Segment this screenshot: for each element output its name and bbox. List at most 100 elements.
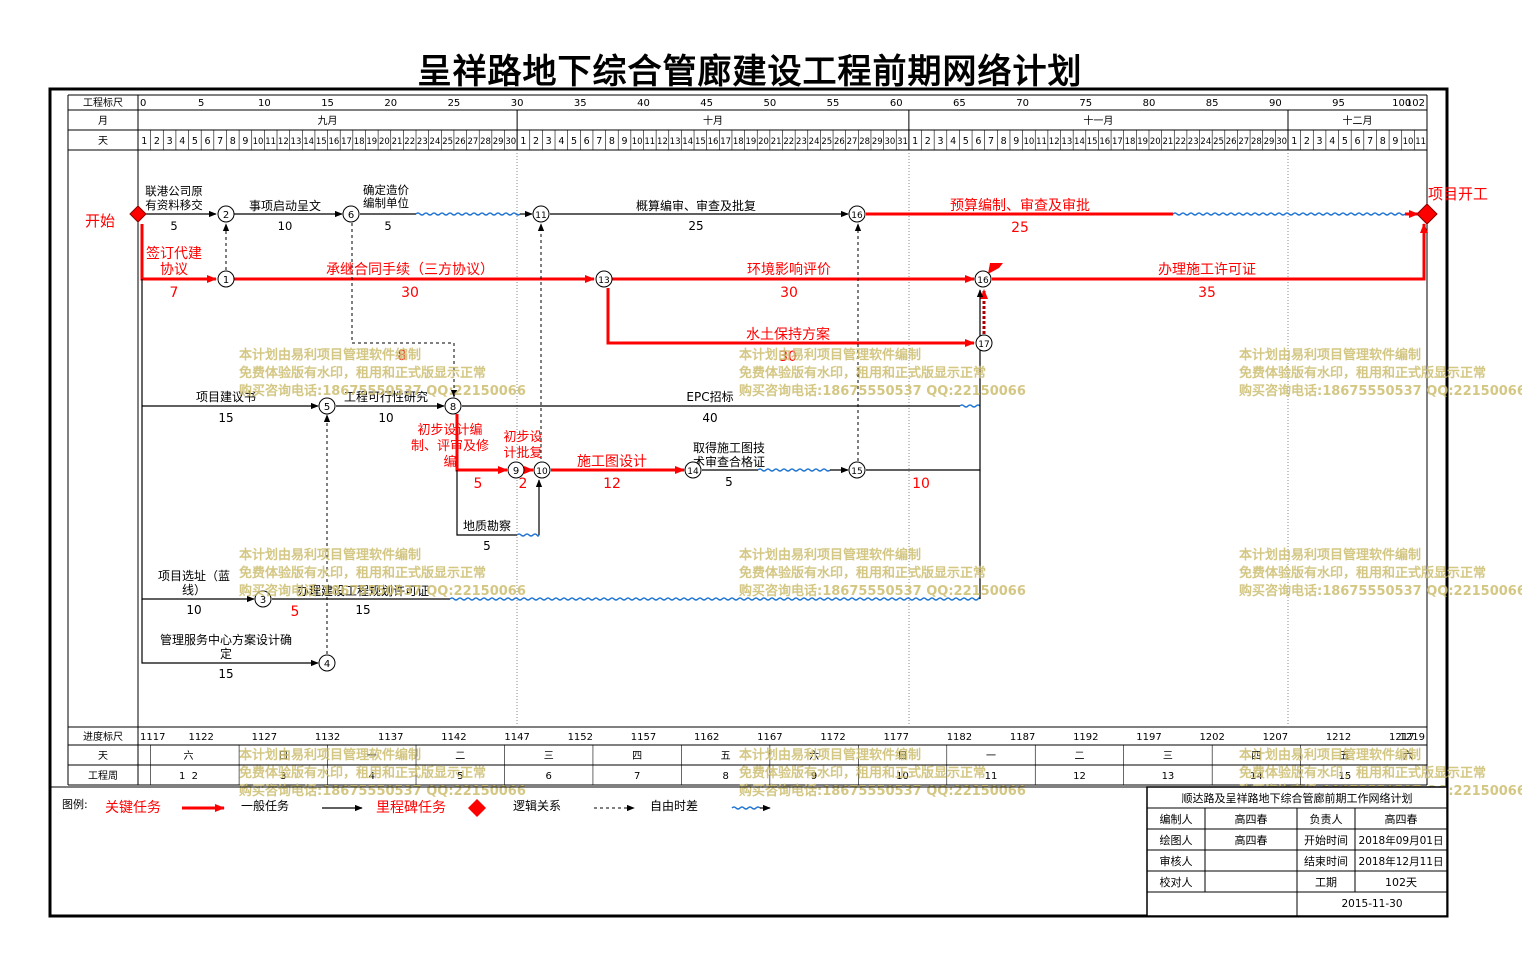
watermark-line: 购买咨询电话:18675550537 QQ:22150066 bbox=[239, 783, 526, 799]
edge-kexing: 工程可行性研究 10 bbox=[336, 389, 445, 425]
scale-tick: 40 bbox=[637, 98, 650, 109]
weekday-cell: 四 bbox=[1251, 751, 1261, 762]
edge-dizhi: 地质勘察 5 bbox=[456, 470, 543, 553]
scale-tick: 30 bbox=[511, 98, 524, 109]
task-fuwu-label1: 管理服务中心方案设计确 bbox=[160, 632, 292, 647]
flag-icon bbox=[988, 263, 1003, 274]
node-9: 9 bbox=[507, 461, 525, 479]
month-label: 月 bbox=[98, 115, 108, 127]
task-epc-dur: 40 bbox=[702, 411, 717, 425]
watermark-line: 免费体验版有水印，租用和正式版显示正常 bbox=[1239, 365, 1486, 381]
progress-tick: 1197 bbox=[1136, 732, 1161, 743]
week-cell: 10 bbox=[896, 771, 909, 782]
day-cell: 31 bbox=[897, 137, 908, 147]
legend-label: 图例: bbox=[62, 797, 88, 811]
weekday-cell: 四 bbox=[632, 751, 642, 762]
logic-8-dur: 8 bbox=[398, 348, 407, 364]
edge-qidong: 事项启动呈文 10 bbox=[234, 198, 343, 233]
drafter-label: 绘图人 bbox=[1160, 833, 1193, 847]
day-cell: 22 bbox=[783, 137, 794, 147]
day-cell: 9 bbox=[1392, 136, 1398, 147]
day-cell: 25 bbox=[821, 137, 832, 147]
day-cell: 21 bbox=[771, 137, 782, 147]
day-cell: 15 bbox=[695, 137, 706, 147]
day-cell: 11 bbox=[265, 137, 276, 147]
progress-label: 进度标尺 bbox=[83, 730, 123, 743]
watermark-line: 免费体验版有水印，租用和正式版显示正常 bbox=[739, 765, 986, 781]
day-cell: 19 bbox=[745, 137, 756, 147]
day-cell: 19 bbox=[1137, 137, 1148, 147]
scale-tick: 55 bbox=[827, 98, 840, 109]
task-chubu-bianzhi-dur: 5 bbox=[474, 476, 483, 492]
day-cell: 1 bbox=[912, 136, 918, 147]
week-cell: 2 bbox=[192, 771, 198, 782]
scale-tick: 102 bbox=[1406, 98, 1425, 109]
scale-tick: 90 bbox=[1269, 98, 1282, 109]
progress-tick: 1137 bbox=[378, 732, 403, 743]
day-cell: 10 bbox=[1024, 137, 1035, 147]
watermark-line: 本计划由易利项目管理软件编制 bbox=[239, 347, 421, 363]
day-cell: 21 bbox=[1163, 137, 1174, 147]
outer-frame bbox=[48, 87, 1449, 918]
node-6: 6 bbox=[342, 205, 360, 223]
svg-text:9: 9 bbox=[513, 466, 519, 477]
node-4: 4 bbox=[318, 654, 336, 672]
task-chubu-pifu-label1: 初步设 bbox=[503, 430, 542, 445]
task-gaisuan-dur: 25 bbox=[688, 219, 703, 233]
day-cell: 3 bbox=[167, 136, 173, 147]
scale-tick: 75 bbox=[1079, 98, 1092, 109]
progress-tick: 1162 bbox=[694, 732, 719, 743]
day-cell: 29 bbox=[872, 137, 883, 147]
scale-tick: 15 bbox=[321, 98, 334, 109]
day-cell: 22 bbox=[1175, 137, 1186, 147]
end-time-label: 结束时间 bbox=[1304, 855, 1348, 868]
week-cell: 15 bbox=[1338, 771, 1351, 782]
day-cell: 6 bbox=[584, 136, 590, 147]
progress-tick: 1212 bbox=[1326, 732, 1351, 743]
day-cell: 7 bbox=[988, 136, 994, 147]
weekday-label: 天 bbox=[98, 751, 108, 762]
edge-chubu-bianzhi: 初步设计编 制、评审及修 编 5 bbox=[411, 414, 508, 492]
watermark-line: 免费体验版有水印，租用和正式版显示正常 bbox=[239, 365, 486, 381]
day-cell: 2 bbox=[154, 136, 160, 147]
edge-gaisuan: 概算编审、审查及批复 25 bbox=[550, 198, 849, 233]
watermark-line: 本计划由易利项目管理软件编制 bbox=[1239, 747, 1421, 763]
watermark-line: 购买咨询电话:18675550537 QQ:22150066 bbox=[239, 583, 526, 599]
info-box: 顺达路及呈祥路地下综合管廊前期工作网络计划 编制人 高四春 负责人 高四春 绘图… bbox=[1146, 786, 1448, 917]
day-cell: 6 bbox=[1354, 136, 1360, 147]
task-qidong-dur: 10 bbox=[278, 219, 293, 233]
day-cell: 5 bbox=[1342, 136, 1348, 147]
scale-tick: 60 bbox=[890, 98, 903, 109]
watermark-line: 免费体验版有水印，租用和正式版显示正常 bbox=[1239, 765, 1486, 781]
task-jianyishu-label: 项目建议书 bbox=[196, 390, 256, 404]
edge-epc: EPC招标 40 bbox=[462, 390, 981, 425]
week-cell: 8 bbox=[722, 771, 728, 782]
day-cell: 25 bbox=[442, 137, 453, 147]
task-jishu-shencha-label2: 术审查合格证 bbox=[693, 454, 765, 469]
weekday-cell: 日 bbox=[278, 751, 288, 762]
task-huanjing-dur: 30 bbox=[780, 285, 798, 301]
day-cell: 3 bbox=[546, 136, 552, 147]
day-cell: 14 bbox=[1074, 137, 1085, 147]
progress-tick: 1127 bbox=[252, 732, 277, 743]
day-cell: 1 bbox=[520, 136, 526, 147]
day-cell: 24 bbox=[1200, 137, 1211, 147]
edge-xuanzhi: 项目选址（蓝 线） 10 bbox=[141, 406, 255, 617]
task-chengji-label: 承继合同手续（三方协议） bbox=[326, 261, 494, 278]
scale-tick: 45 bbox=[700, 98, 713, 109]
day-cell: 24 bbox=[809, 137, 820, 147]
task-epc-label: EPC招标 bbox=[686, 390, 733, 404]
day-cell: 23 bbox=[1188, 137, 1199, 147]
scale-tick: 70 bbox=[1016, 98, 1029, 109]
watermark-line: 本计划由易利项目管理软件编制 bbox=[239, 547, 421, 563]
watermark-line: 购买咨询电话:18675550537 QQ:22150066 bbox=[739, 783, 1026, 799]
day-cell: 17 bbox=[720, 137, 731, 147]
day-cell: 15 bbox=[1087, 137, 1098, 147]
day-cell: 10 bbox=[1403, 137, 1414, 147]
watermark-line: 免费体验版有水印，租用和正式版显示正常 bbox=[1239, 565, 1486, 581]
node-3: 3 bbox=[254, 590, 272, 608]
task-daijian-label1: 签订代建 bbox=[146, 245, 202, 262]
watermark-line: 购买咨询电话:18675550537 QQ:22150066 bbox=[239, 383, 526, 399]
day-cell: 27 bbox=[847, 137, 858, 147]
